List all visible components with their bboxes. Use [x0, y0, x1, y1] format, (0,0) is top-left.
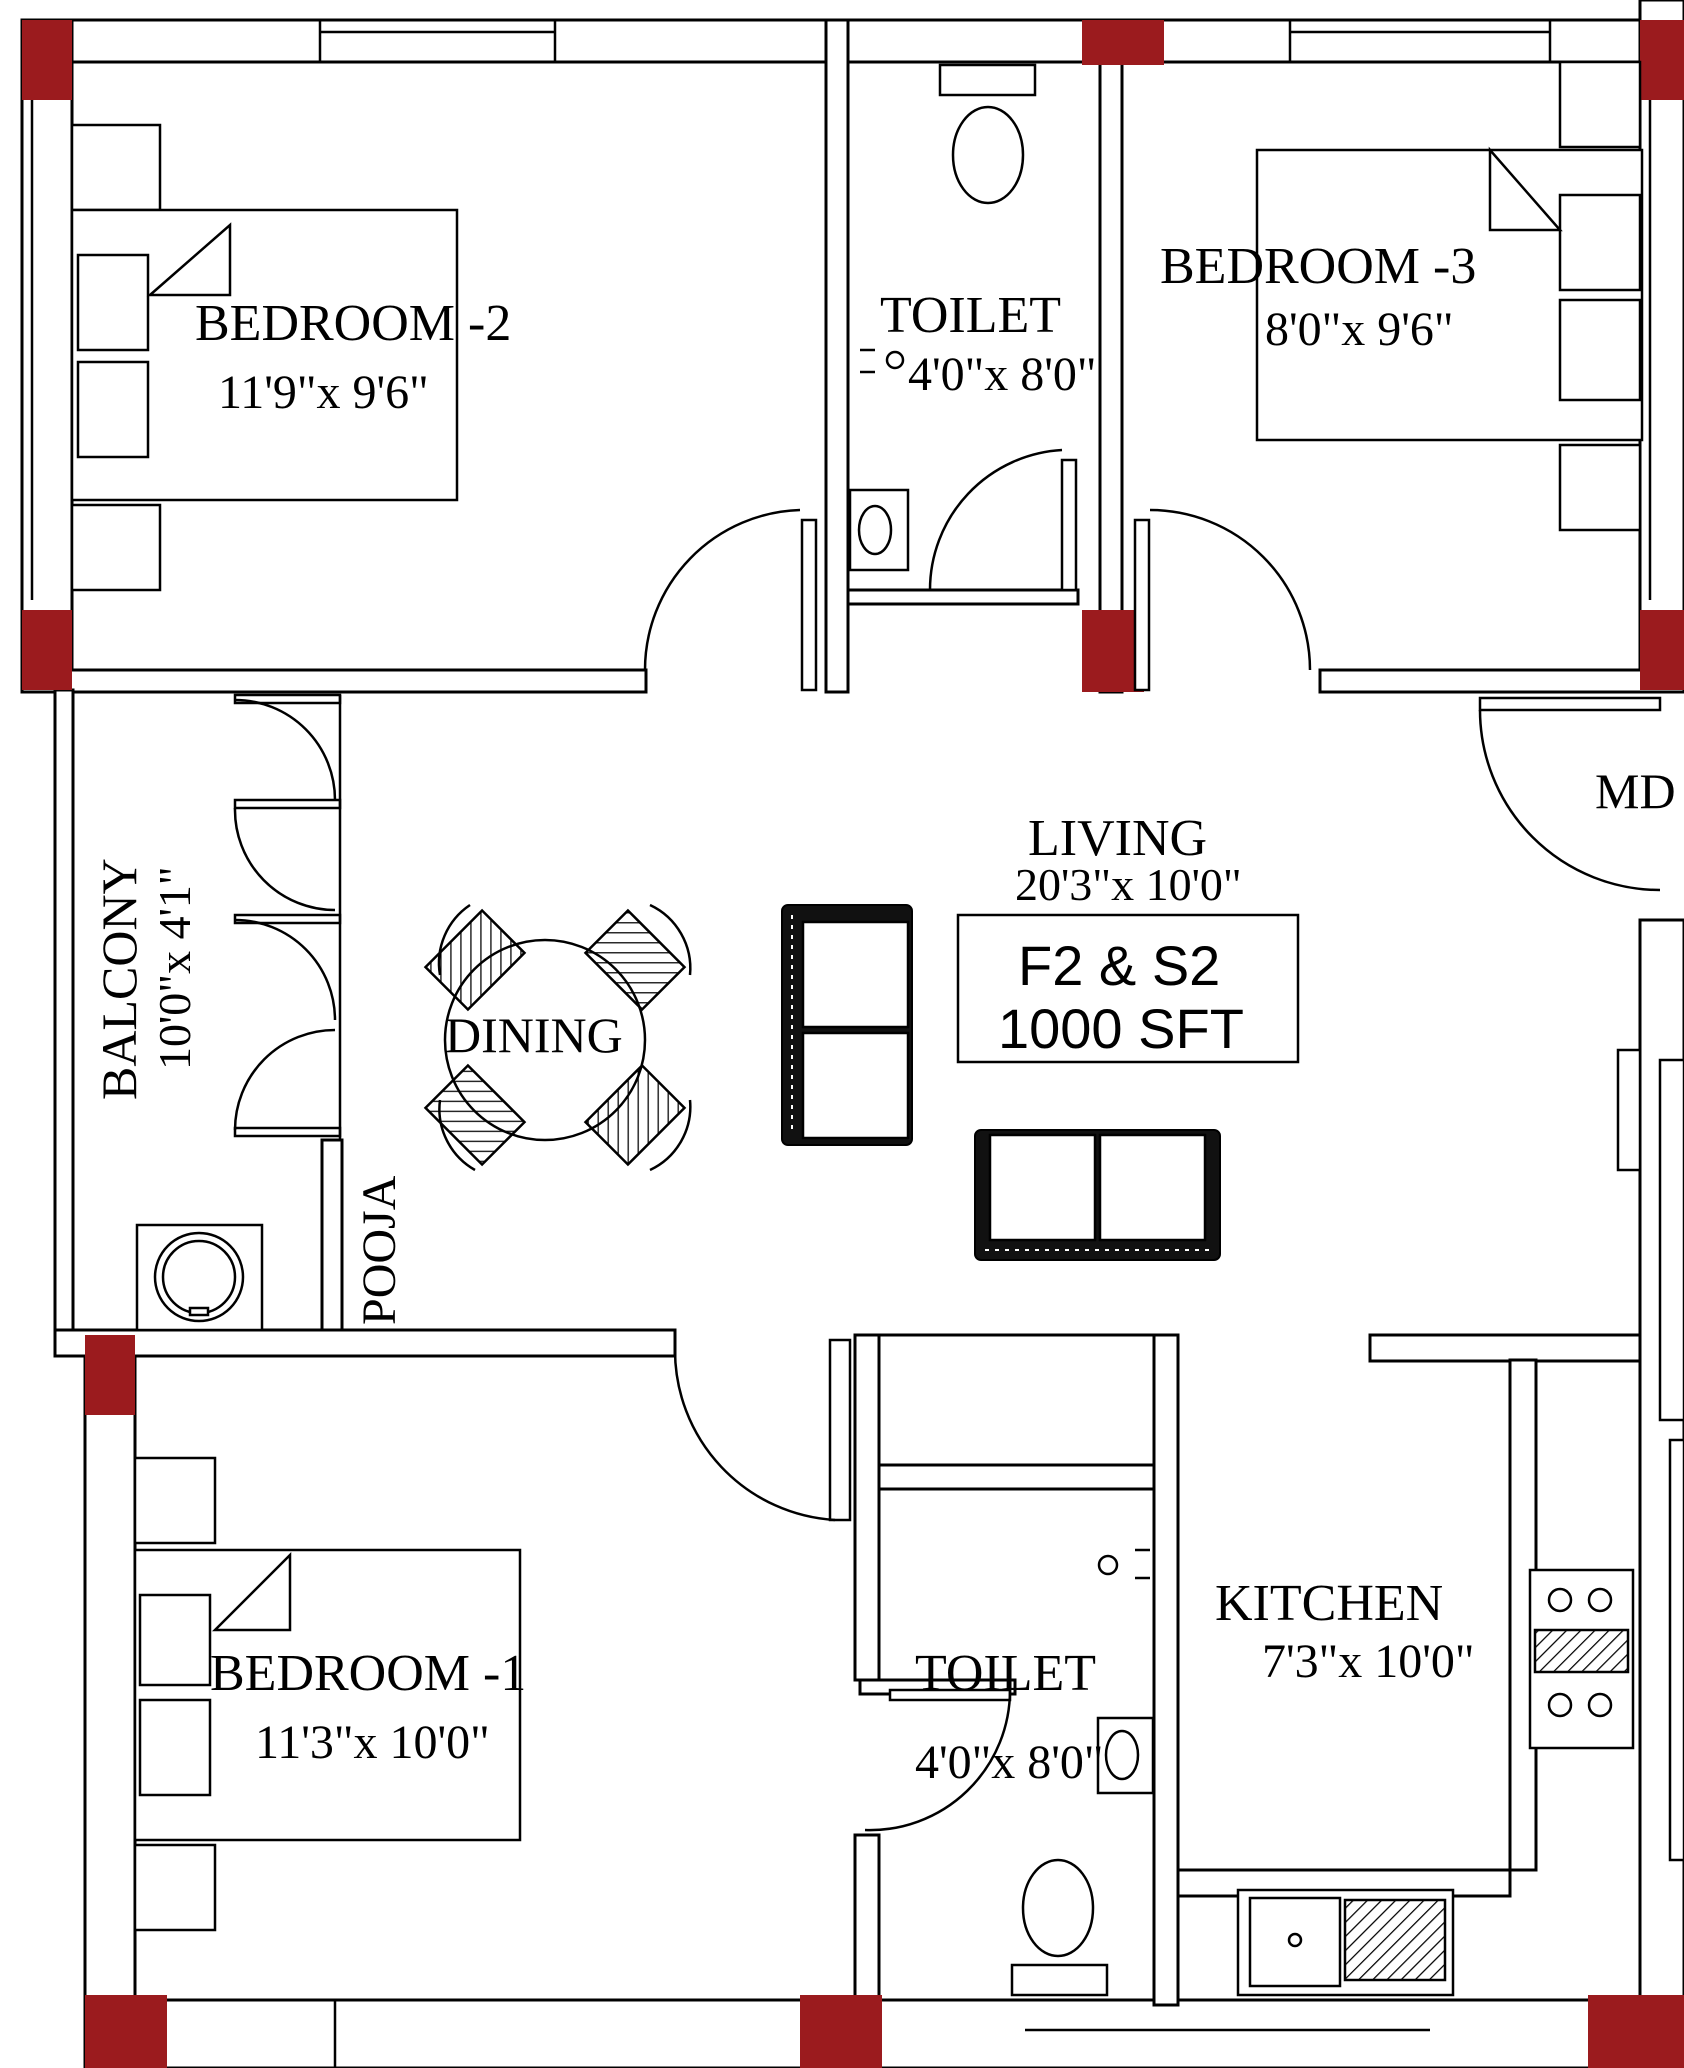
toilet-top-name: TOILET	[880, 287, 1061, 344]
sink-icon	[1236, 1888, 1455, 1997]
toilet-bottom-name: TOILET	[915, 1645, 1096, 1702]
bedroom3-name: BEDROOM -3	[1160, 238, 1476, 295]
bed-icon	[1255, 60, 1644, 532]
title-line2: 1000 SFT	[998, 997, 1244, 1060]
kitchen-name: KITCHEN	[1215, 1575, 1443, 1632]
sofa-icon	[974, 1129, 1221, 1261]
toilet-bottom-size: 4'0"x 8'0"	[915, 1736, 1103, 1789]
toilet-icon	[848, 63, 1037, 572]
stove-icon	[1528, 1568, 1635, 1750]
dining-name: DINING	[445, 1007, 623, 1063]
dining-table-icon	[423, 903, 692, 1172]
kitchen-size: 7'3"x 10'0"	[1262, 1635, 1474, 1688]
bed-icon	[133, 1456, 522, 1932]
cabinet-icon	[1658, 1058, 1684, 1862]
bedroom3-size: 8'0"x 9'6"	[1265, 303, 1453, 356]
balcony-size: 10'0"x 4'1"	[149, 866, 200, 1070]
title-line1: F2 & S2	[1018, 934, 1220, 997]
bedroom1-name: BEDROOM -1	[210, 1645, 526, 1702]
walls	[20, 0, 1684, 2068]
washing-machine-icon	[135, 1223, 264, 1332]
balcony-name: BALCONY	[91, 858, 147, 1100]
sofa-icon	[781, 904, 913, 1146]
pooja-name: POOJA	[353, 1175, 406, 1325]
bedroom1-size: 11'3"x 10'0"	[255, 1716, 490, 1769]
title-box	[956, 913, 1300, 1064]
living-size: 20'3"x 10'0"	[1015, 859, 1242, 910]
md-name: MD	[1595, 763, 1676, 819]
bedroom2-size: 11'9"x 9'6"	[218, 366, 429, 419]
doors	[233, 448, 1662, 1832]
toilet-icon	[1010, 1548, 1155, 1997]
bed-icon	[70, 123, 459, 592]
columns	[22, 20, 1684, 2068]
living-name: LIVING	[1028, 810, 1207, 867]
toilet-top-size: 4'0"x 8'0"	[908, 348, 1096, 401]
bedroom2-name: BEDROOM -2	[195, 295, 511, 352]
